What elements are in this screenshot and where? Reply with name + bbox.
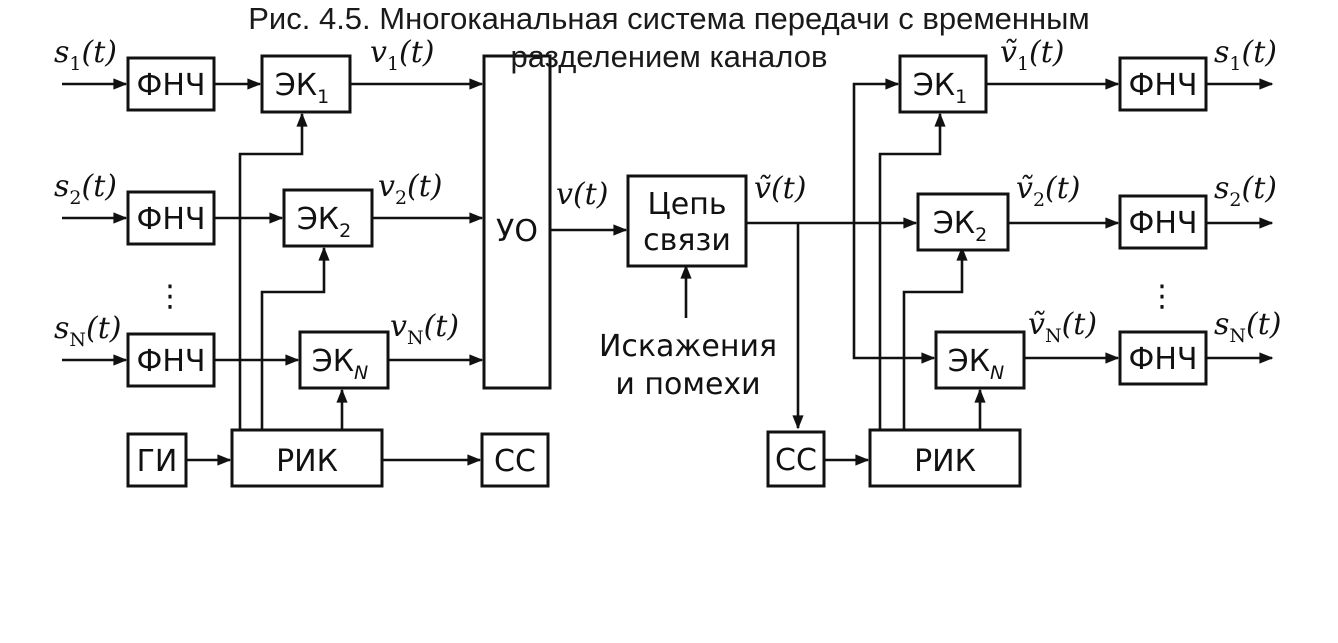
lpf-tx-n: ФНЧ	[126, 332, 216, 388]
sync-tx: СС	[480, 432, 550, 488]
decoder-rx-2: ЭК2	[916, 192, 1010, 252]
lpf-tx-1-label: ФНЧ	[137, 68, 206, 103]
signal-sn-in: sN(t)	[54, 311, 122, 351]
encoder-tx-2: ЭК2	[282, 188, 374, 248]
combiner-label: УО	[496, 214, 538, 249]
lpf-rx-1: ФНЧ	[1118, 56, 1208, 112]
signal-s1-out: s1(t)	[1214, 35, 1277, 75]
decoder-rx-n-label: ЭК	[948, 344, 990, 379]
decoder-rx-1-sub: 1	[955, 86, 967, 108]
encoder-tx-1-sub: 1	[317, 86, 329, 108]
decoder-rx-2-label: ЭК	[933, 206, 975, 241]
signal-s2-in: s2(t)	[54, 169, 117, 209]
pulse-generator-block: ГИ	[126, 432, 188, 488]
distributor-tx-label: РИК	[276, 444, 338, 479]
signal-vn-received: ṽN(t)	[1028, 307, 1097, 347]
sync-rx-label: СС	[775, 443, 817, 478]
ellipsis-tx: ⋮	[155, 279, 185, 314]
encoder-tx-n: ЭКN	[298, 330, 390, 390]
lpf-rx-2: ФНЧ	[1118, 194, 1208, 250]
decoder-rx-n-sub: N	[990, 362, 1004, 384]
decoder-rx-1-label: ЭК	[913, 68, 955, 103]
encoder-tx-1-label: ЭК	[275, 68, 317, 103]
noise-label-line2: и помехи	[615, 367, 760, 402]
decoder-rx-n: ЭКN	[934, 330, 1026, 390]
channel-label-line2: связи	[643, 223, 731, 258]
signal-v1: v1(t)	[370, 35, 435, 75]
encoder-tx-n-label: ЭК	[312, 344, 354, 379]
sync-tx-label: СС	[494, 444, 536, 479]
signal-sn-out: sN(t)	[1214, 307, 1282, 347]
decoder-rx-1: ЭК1	[898, 54, 988, 114]
distributor-tx: РИК	[230, 428, 384, 488]
encoder-tx-n-sub: N	[354, 362, 368, 384]
figure-caption: Рис. 4.5. Многоканальная система передач…	[0, 0, 1338, 76]
signal-v2-received: ṽ2(t)	[1016, 171, 1081, 211]
tdm-block-diagram: ФНЧ ФНЧ ФНЧ ЭК1 ЭК2 ЭКN УО ГИ РИК СС Цеп…	[54, 35, 1282, 488]
ellipsis-rx: ⋮	[1147, 279, 1177, 314]
svg-text:ЭК1: ЭК1	[275, 68, 329, 108]
communication-channel: Цепь связи	[626, 174, 748, 268]
combiner-block: УО	[482, 54, 552, 390]
lpf-tx-n-label: ФНЧ	[137, 344, 206, 379]
lpf-tx-1: ФНЧ	[126, 56, 216, 112]
svg-text:ЭК1: ЭК1	[913, 68, 967, 108]
signal-s2-out: s2(t)	[1214, 171, 1277, 211]
distributor-rx-label: РИК	[914, 444, 976, 479]
encoder-tx-2-sub: 2	[339, 220, 351, 242]
svg-text:ЭКN: ЭКN	[948, 344, 1004, 384]
svg-text:ЭК2: ЭК2	[933, 206, 987, 246]
caption-line-2: разделением каналов	[510, 39, 828, 74]
lpf-rx-n: ФНЧ	[1118, 330, 1208, 386]
lpf-tx-2: ФНЧ	[126, 190, 216, 246]
distributor-rx: РИК	[868, 428, 1022, 488]
signal-s1-in: s1(t)	[54, 35, 117, 75]
signal-v2: v2(t)	[378, 169, 443, 209]
svg-text:ЭКN: ЭКN	[312, 344, 368, 384]
channel-label-line1: Цепь	[647, 187, 726, 222]
signal-vn: vN(t)	[390, 309, 459, 349]
encoder-tx-1: ЭК1	[260, 54, 352, 114]
lpf-rx-1-label: ФНЧ	[1129, 68, 1198, 103]
noise-label-line1: Искажения	[599, 329, 777, 364]
svg-text:ЭК2: ЭК2	[297, 202, 351, 242]
decoder-rx-2-sub: 2	[975, 224, 987, 246]
encoder-tx-2-label: ЭК	[297, 202, 339, 237]
signal-v1-received: ṽ1(t)	[1000, 35, 1065, 75]
pulse-generator-label: ГИ	[137, 444, 178, 479]
lpf-rx-n-label: ФНЧ	[1129, 342, 1198, 377]
lpf-tx-2-label: ФНЧ	[137, 202, 206, 237]
signal-v-received: ṽ(t)	[754, 171, 806, 206]
signal-v-group: v(t)	[556, 177, 608, 212]
lpf-rx-2-label: ФНЧ	[1129, 206, 1198, 241]
sync-rx: СС	[766, 430, 826, 488]
caption-line-1: Рис. 4.5. Многоканальная система передач…	[248, 1, 1090, 36]
connection-lines	[62, 78, 1274, 466]
